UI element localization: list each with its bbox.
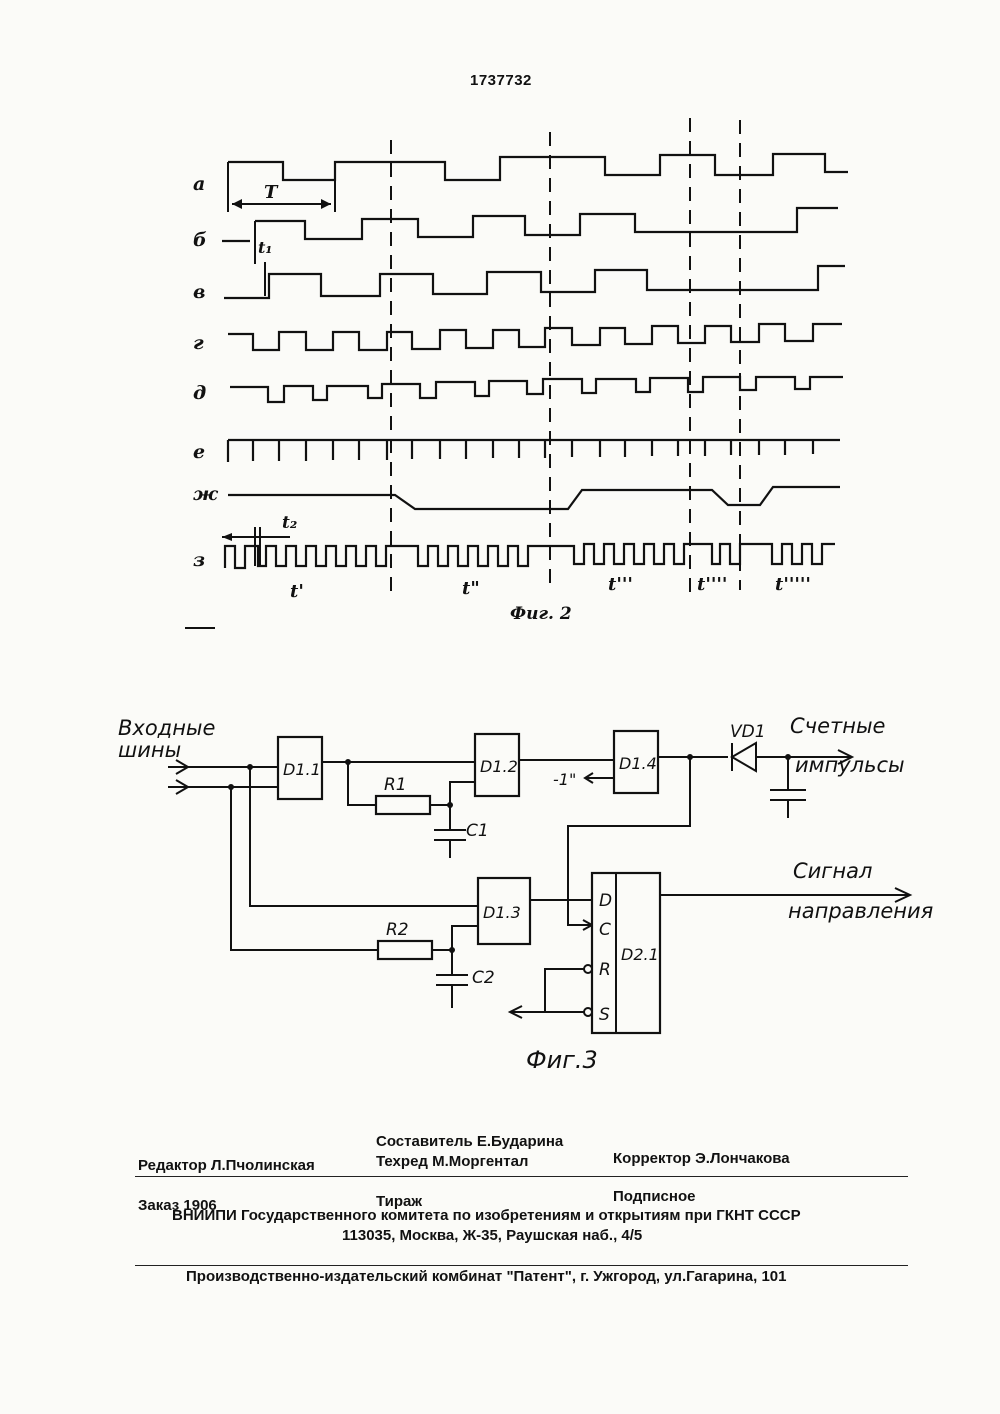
signal-label-z: з xyxy=(193,549,205,571)
resistor-r1-label: R1 xyxy=(384,775,407,795)
output-counting-line1: Счетные xyxy=(790,714,885,738)
waveform-e xyxy=(228,440,840,462)
waveform-a xyxy=(228,154,848,180)
diode-vd1-label: VD1 xyxy=(730,722,766,742)
imprint-corrector: Корректор Э.Лончакова xyxy=(613,1150,790,1167)
pin-s: S xyxy=(599,1005,610,1025)
imprint-rule-top xyxy=(135,1176,908,1177)
fig3-caption: Фиг.3 xyxy=(526,1046,598,1074)
signal-label-d: д xyxy=(193,382,206,404)
capacitor-c1-label: C1 xyxy=(466,821,489,841)
trigger-label: D2.1 xyxy=(621,945,659,964)
imprint-editor: Редактор Л.Пчолинская xyxy=(138,1157,315,1174)
interval-label-2: t" xyxy=(462,578,480,599)
delay-label-2: t₂ xyxy=(282,513,297,533)
pin-c: C xyxy=(599,920,611,940)
imprint-techred: Техред М.Моргентал xyxy=(376,1153,528,1170)
waveform-b xyxy=(222,208,838,241)
period-label: T xyxy=(264,182,279,203)
waveform-d xyxy=(230,377,843,402)
timing-diagram: а б в г д е ж з T t₁ t₂ t' t" t''' t''''… xyxy=(0,0,1000,640)
gate-label-d1-3: D1.3 xyxy=(483,903,521,922)
gate-label-d1-2: D1.2 xyxy=(480,757,518,776)
pin-d: D xyxy=(599,891,612,911)
gate-label-d1-4: D1.4 xyxy=(619,754,657,773)
input-label-line2: шины xyxy=(118,738,181,762)
signal-label-zh: ж xyxy=(193,483,219,505)
imprint-rule-bottom xyxy=(135,1265,908,1266)
resistor-r1 xyxy=(376,796,430,814)
circuit-schematic: Входные шины D1.1 R1 C1 D1.2 D1.4 -1" VD… xyxy=(0,680,1000,1100)
capacitor-c2-label: C2 xyxy=(472,968,495,988)
resistor-r2-label: R2 xyxy=(386,920,409,940)
signal-label-b: б xyxy=(193,229,207,251)
gate-label-d1-1: D1.1 xyxy=(283,760,321,779)
resistor-r2 xyxy=(378,941,432,959)
waveform-v xyxy=(224,266,845,298)
delay-label-1: t₁ xyxy=(258,238,272,257)
interval-label-4: t'''' xyxy=(697,574,727,595)
output-direction-line2: направления xyxy=(788,899,933,923)
imprint-compiler: Составитель Е.Бударина xyxy=(376,1133,563,1150)
waveform-z xyxy=(225,544,835,568)
pin-r: R xyxy=(599,960,611,980)
waveform-g xyxy=(228,324,842,350)
imprint-subscription: Подписное xyxy=(613,1188,695,1205)
output-direction-line1: Сигнал xyxy=(793,859,872,883)
signal-label-e: е xyxy=(193,441,205,463)
logic-one-label: -1" xyxy=(553,770,576,789)
fig2-caption: Фиг. 2 xyxy=(510,604,572,624)
signal-label-a: а xyxy=(193,173,205,195)
signal-label-g: г xyxy=(193,332,204,354)
imprint-address: 113035, Москва, Ж-35, Раушская наб., 4/5 xyxy=(342,1227,642,1244)
interval-label-1: t' xyxy=(290,581,304,602)
diode-vd1 xyxy=(732,743,756,771)
interval-label-3: t''' xyxy=(608,574,633,595)
waveform-zh xyxy=(228,487,840,509)
signal-label-v: в xyxy=(193,281,205,303)
input-label-line1: Входные xyxy=(118,716,215,740)
imprint-publisher: Производственно-издательский комбинат "П… xyxy=(186,1268,787,1285)
imprint-institute: ВНИИПИ Государственного комитета по изоб… xyxy=(172,1207,801,1224)
interval-label-5: t''''' xyxy=(775,574,811,595)
output-counting-line2: импульсы xyxy=(795,753,905,777)
